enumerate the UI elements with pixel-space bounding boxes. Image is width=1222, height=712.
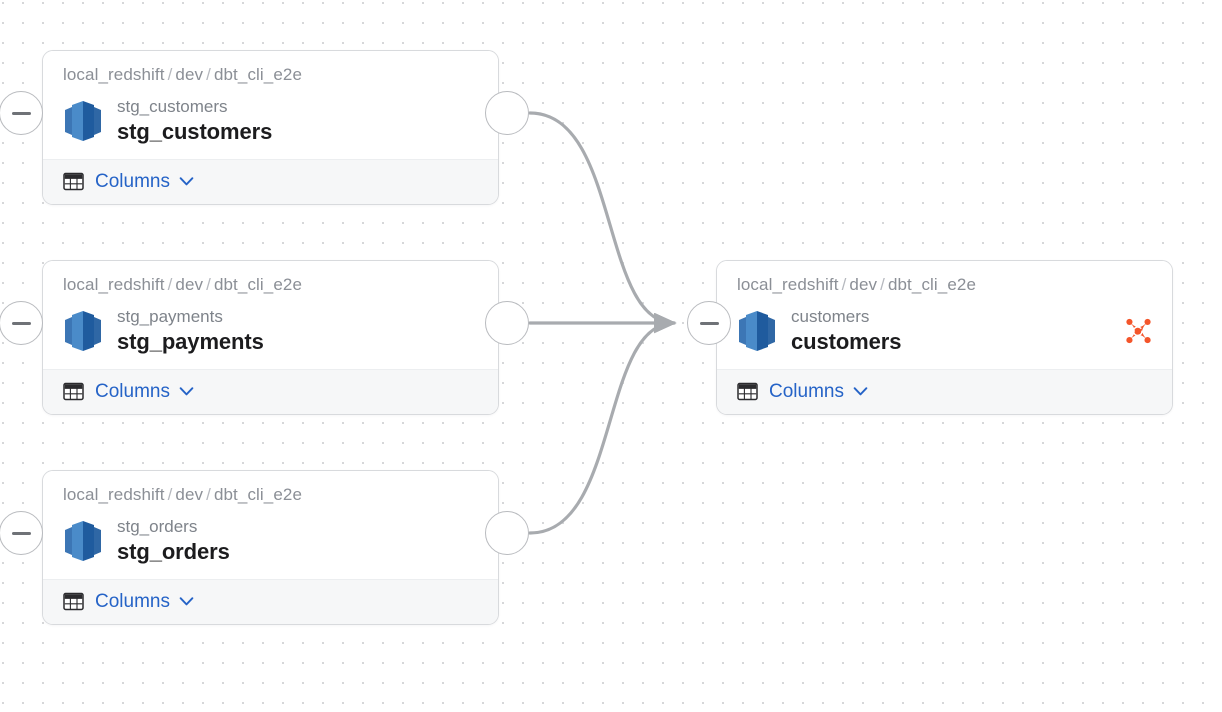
node-title: customers: [791, 328, 902, 354]
aws-redshift-icon: [739, 311, 775, 352]
breadcrumb-separator: /: [167, 65, 173, 84]
node-titles: stg_payments stg_payments: [117, 306, 264, 356]
breadcrumb-separator: /: [167, 275, 173, 294]
chevron-down-icon[interactable]: [179, 596, 194, 607]
node-subtitle: stg_payments: [117, 307, 223, 327]
table-icon: [63, 593, 84, 611]
node-title: stg_payments: [117, 328, 264, 354]
aws-redshift-icon: [65, 521, 101, 562]
breadcrumb-database: local_redshift: [63, 485, 165, 504]
aws-redshift-icon: [65, 311, 101, 352]
node-subtitle: stg_orders: [117, 517, 198, 537]
chevron-down-icon[interactable]: [179, 386, 194, 397]
breadcrumb-separator: /: [206, 275, 211, 294]
node-body: local_redshift/dev/dbt_cli_e2e stg_payme…: [43, 261, 498, 370]
columns-label[interactable]: Columns: [95, 381, 170, 403]
collapse-handle-customers[interactable]: [687, 301, 731, 345]
node-titles: stg_customers stg_customers: [117, 96, 272, 146]
lineage-node-customers[interactable]: local_redshift/dev/dbt_cli_e2e customers…: [716, 260, 1173, 416]
node-titles: stg_orders stg_orders: [117, 516, 230, 566]
minus-icon: [11, 531, 31, 535]
breadcrumb-project: dbt_cli_e2e: [213, 65, 303, 84]
edge-stg_customers-customers: [528, 111, 677, 334]
breadcrumb-separator: /: [206, 65, 211, 84]
lineage-node-stg_payments[interactable]: local_redshift/dev/dbt_cli_e2e stg_payme…: [42, 260, 499, 416]
breadcrumb-project: dbt_cli_e2e: [213, 485, 303, 504]
chevron-down-icon[interactable]: [179, 176, 194, 187]
node-main: customers customers: [737, 303, 1154, 359]
breadcrumb-database: local_redshift: [737, 275, 839, 294]
lineage-node-stg_customers[interactable]: local_redshift/dev/dbt_cli_e2e stg_custo…: [42, 50, 499, 206]
minus-icon: [699, 321, 719, 325]
breadcrumb: local_redshift/dev/dbt_cli_e2e: [737, 275, 1154, 295]
edge-stg_orders-customers: [528, 312, 677, 535]
node-title: stg_orders: [117, 538, 230, 564]
table-icon: [737, 383, 758, 401]
node-columns-section[interactable]: Columns: [43, 159, 498, 205]
breadcrumb-schema: dev: [175, 65, 204, 84]
collapse-handle-stg_customers[interactable]: [0, 91, 43, 135]
breadcrumb-schema: dev: [175, 275, 204, 294]
breadcrumb: local_redshift/dev/dbt_cli_e2e: [63, 65, 480, 85]
breadcrumb-project: dbt_cli_e2e: [887, 275, 977, 294]
breadcrumb-separator: /: [841, 275, 847, 294]
breadcrumb: local_redshift/dev/dbt_cli_e2e: [63, 485, 480, 505]
collapse-handle-stg_orders[interactable]: [0, 511, 43, 555]
node-columns-section[interactable]: Columns: [43, 579, 498, 625]
dbt-error-star-icon[interactable]: [1125, 318, 1152, 345]
minus-icon: [11, 321, 31, 325]
source-handle-stg_customers[interactable]: [485, 91, 529, 135]
breadcrumb-database: local_redshift: [63, 275, 165, 294]
breadcrumb-database: local_redshift: [63, 65, 165, 84]
node-body: local_redshift/dev/dbt_cli_e2e stg_order…: [43, 471, 498, 580]
table-icon: [63, 383, 84, 401]
columns-label[interactable]: Columns: [769, 381, 844, 403]
node-columns-section[interactable]: Columns: [717, 369, 1172, 415]
source-handle-stg_payments[interactable]: [485, 301, 529, 345]
node-titles: customers customers: [791, 306, 901, 356]
node-title: stg_customers: [117, 118, 273, 144]
breadcrumb: local_redshift/dev/dbt_cli_e2e: [63, 275, 480, 295]
breadcrumb-schema: dev: [849, 275, 878, 294]
chevron-down-icon[interactable]: [853, 386, 868, 397]
minus-icon: [11, 111, 31, 115]
columns-label[interactable]: Columns: [95, 591, 170, 613]
breadcrumb-separator: /: [206, 485, 211, 504]
node-main: stg_payments stg_payments: [63, 303, 480, 359]
node-columns-section[interactable]: Columns: [43, 369, 498, 415]
aws-redshift-icon: [65, 101, 101, 142]
breadcrumb-schema: dev: [175, 485, 204, 504]
node-body: local_redshift/dev/dbt_cli_e2e stg_custo…: [43, 51, 498, 160]
lineage-node-stg_orders[interactable]: local_redshift/dev/dbt_cli_e2e stg_order…: [42, 470, 499, 626]
collapse-handle-stg_payments[interactable]: [0, 301, 43, 345]
breadcrumb-separator: /: [167, 485, 173, 504]
columns-label[interactable]: Columns: [95, 171, 170, 193]
breadcrumb-separator: /: [880, 275, 885, 294]
breadcrumb-project: dbt_cli_e2e: [213, 275, 303, 294]
node-subtitle: stg_customers: [117, 97, 228, 117]
source-handle-stg_orders[interactable]: [485, 511, 529, 555]
node-main: stg_customers stg_customers: [63, 93, 480, 149]
node-subtitle: customers: [791, 307, 870, 327]
node-main: stg_orders stg_orders: [63, 513, 480, 569]
table-icon: [63, 173, 84, 191]
node-body: local_redshift/dev/dbt_cli_e2e customers…: [717, 261, 1172, 370]
